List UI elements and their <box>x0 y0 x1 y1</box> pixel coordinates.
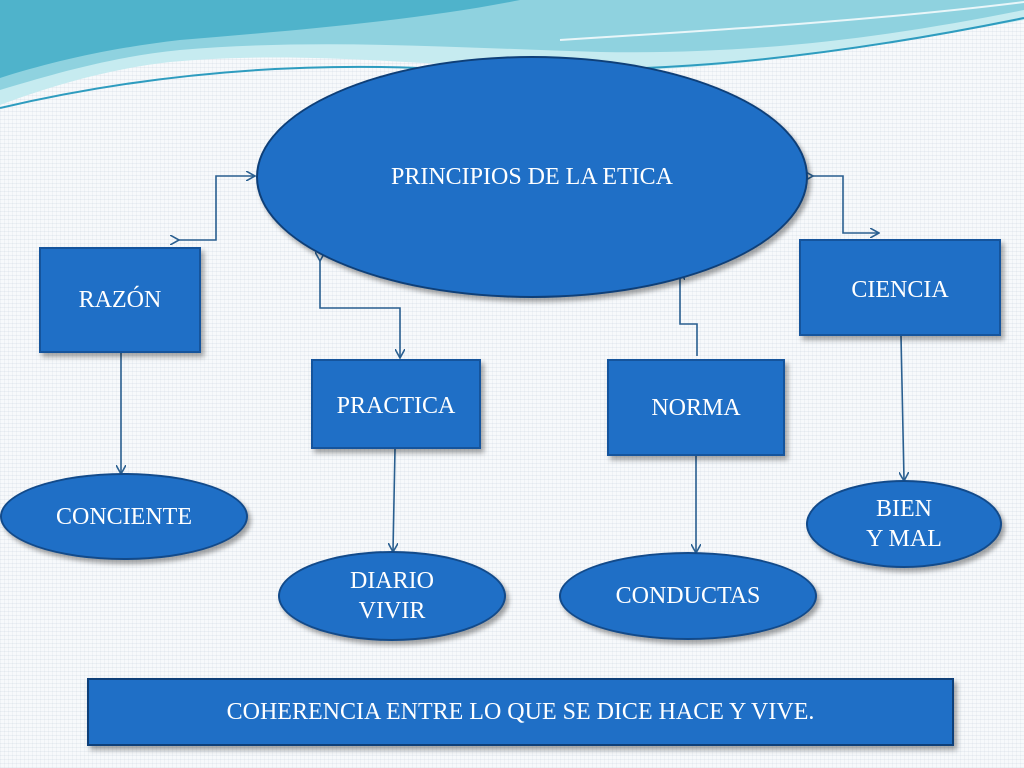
connector-main-ciencia <box>812 176 878 233</box>
bien-mal-label: BIEN Y MAL <box>866 496 942 552</box>
connector-main-practica <box>320 260 400 357</box>
conductas-ellipse: CONDUCTAS <box>559 552 817 640</box>
razon-box: RAZÓN <box>39 247 201 353</box>
diario-vivir-label: DIARIO VIVIR <box>350 568 434 624</box>
ciencia-label: CIENCIA <box>851 277 949 303</box>
diario-vivir-ellipse: DIARIO VIVIR <box>278 551 506 641</box>
conductas-label: CONDUCTAS <box>615 583 761 609</box>
connector-norma-main <box>680 272 698 356</box>
ciencia-box: CIENCIA <box>799 239 1001 336</box>
practica-box: PRACTICA <box>311 359 481 449</box>
wave-line-2 <box>559 1 1024 41</box>
footer-banner: COHERENCIA ENTRE LO QUE SE DICE HACE Y V… <box>87 678 954 746</box>
main-concept-ellipse: PRINCIPIOS DE LA ETICA <box>256 56 808 298</box>
norma-box: NORMA <box>607 359 785 456</box>
connector-razon-main <box>178 176 254 240</box>
main-concept-label: PRINCIPIOS DE LA ETICA <box>390 164 673 190</box>
footer-label: COHERENCIA ENTRE LO QUE SE DICE HACE Y V… <box>226 699 815 725</box>
wave-dark <box>0 0 520 78</box>
connector-practica-diario <box>393 448 395 551</box>
practica-label: PRACTICA <box>336 393 456 419</box>
connector-ciencia-bien <box>901 335 904 480</box>
razon-label: RAZÓN <box>78 287 162 313</box>
norma-label: NORMA <box>651 394 741 421</box>
conciente-ellipse: CONCIENTE <box>0 473 248 560</box>
conciente-label: CONCIENTE <box>56 503 192 530</box>
bien-mal-ellipse: BIEN Y MAL <box>806 480 1002 568</box>
